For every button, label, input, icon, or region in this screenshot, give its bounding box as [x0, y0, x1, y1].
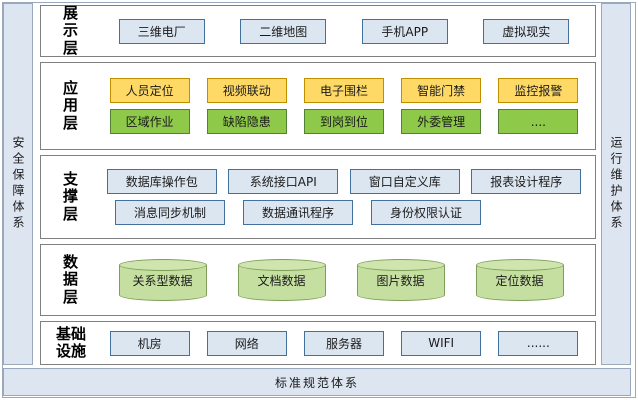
node-outsourcing-management[interactable]: 外委管理 — [401, 109, 482, 134]
node-personnel-positioning[interactable]: 人员定位 — [109, 78, 190, 103]
cylinder-relational-data-label: 关系型数据 — [132, 273, 193, 288]
node-server[interactable]: 服务器 — [303, 330, 384, 356]
layer-data-body: 关系型数据 文档数据 图片数据 — [99, 245, 595, 315]
node-infrastructure-more[interactable]: ...... — [498, 330, 579, 356]
layer-data: 数据层 关系型数据 文档数据 — [40, 244, 596, 316]
node-wifi[interactable]: WIFI — [401, 330, 482, 356]
node-message-sync-mechanism[interactable]: 消息同步机制 — [115, 200, 225, 225]
node-identity-permission-auth[interactable]: 身份权限认证 — [371, 200, 481, 225]
cylinder-top-ellipse — [356, 259, 445, 271]
cylinder-document-data[interactable]: 文档数据 — [237, 259, 326, 301]
layer-infrastructure-label: 基础设施 — [55, 324, 86, 360]
application-node-row-1: 人员定位 视频联动 电子围栏 智能门禁 监控报警 — [101, 78, 587, 103]
support-node-row-2: 消息同步机制 数据通讯程序 身份权限认证 — [101, 200, 587, 225]
presentation-node-row: 三维电厂 二维地图 手机APP 虚拟现实 — [101, 18, 587, 44]
cylinder-positioning-data-label: 定位数据 — [495, 273, 544, 288]
node-on-duty-in-place[interactable]: 到岗到位 — [303, 109, 384, 134]
cylinder-image-data-label: 图片数据 — [376, 273, 425, 288]
layer-application-body: 人员定位 视频联动 电子围栏 智能门禁 监控报警 区域作业 缺陷隐患 到岗到位 … — [99, 63, 595, 149]
left-rail-security-system: 安全保障体系 — [3, 3, 33, 365]
layer-application-label-cell: 应用层 — [41, 63, 99, 149]
bottom-bar-label: 标准规范体系 — [274, 375, 359, 390]
node-network[interactable]: 网络 — [206, 330, 287, 356]
cylinder-document-data-label: 文档数据 — [257, 273, 306, 288]
cylinder-top-ellipse — [475, 259, 564, 271]
node-smart-access-control[interactable]: 智能门禁 — [401, 78, 482, 103]
layer-support-label-cell: 支撑层 — [41, 156, 99, 238]
bottom-bar-standards-system: 标准规范体系 — [3, 368, 631, 396]
node-2d-map[interactable]: 二维地图 — [240, 18, 327, 44]
node-monitoring-alarm[interactable]: 监控报警 — [498, 78, 579, 103]
cylinder-top-ellipse — [118, 259, 207, 271]
node-electronic-fence[interactable]: 电子围栏 — [303, 78, 384, 103]
layer-presentation-label: 展示层 — [62, 4, 79, 57]
node-area-operation[interactable]: 区域作业 — [109, 109, 190, 134]
node-virtual-reality[interactable]: 虚拟现实 — [483, 18, 570, 44]
node-report-design-program[interactable]: 报表设计程序 — [471, 169, 582, 194]
application-node-row-2: 区域作业 缺陷隐患 到岗到位 外委管理 .... — [101, 109, 587, 134]
layer-presentation-body: 三维电厂 二维地图 手机APP 虚拟现实 — [99, 6, 595, 56]
cylinder-body — [356, 265, 445, 295]
infrastructure-node-row: 机房 网络 服务器 WIFI ...... — [101, 330, 587, 356]
layer-presentation: 展示层 三维电厂 二维地图 手机APP 虚拟现实 — [40, 5, 596, 57]
layer-support-label: 支撑层 — [62, 170, 79, 223]
cylinder-image-data[interactable]: 图片数据 — [356, 259, 445, 301]
node-video-linkage[interactable]: 视频联动 — [206, 78, 287, 103]
node-computer-room[interactable]: 机房 — [109, 330, 190, 356]
right-rail-ops-maintenance-system: 运行维护体系 — [601, 3, 631, 365]
data-cylinder-row: 关系型数据 文档数据 图片数据 — [101, 257, 587, 303]
layer-infrastructure-label-cell: 基础设施 — [41, 322, 99, 364]
layer-presentation-label-cell: 展示层 — [41, 4, 99, 57]
layer-application: 应用层 人员定位 视频联动 电子围栏 智能门禁 监控报警 区域作业 缺陷隐患 到… — [40, 62, 596, 150]
right-rail-label: 运行维护体系 — [609, 136, 623, 232]
node-mobile-app[interactable]: 手机APP — [361, 18, 448, 44]
node-defect-hazard[interactable]: 缺陷隐患 — [206, 109, 287, 134]
support-node-row-1: 数据库操作包 系统接口API 窗口自定义库 报表设计程序 — [101, 169, 587, 194]
layer-application-label: 应用层 — [62, 79, 79, 132]
left-rail-label: 安全保障体系 — [11, 136, 25, 232]
cylinder-top-ellipse — [237, 259, 326, 271]
node-data-communication-program[interactable]: 数据通讯程序 — [243, 200, 353, 225]
node-application-more[interactable]: .... — [498, 109, 579, 134]
layer-infrastructure: 基础设施 机房 网络 服务器 WIFI ...... — [40, 321, 596, 365]
cylinder-positioning-data[interactable]: 定位数据 — [475, 259, 564, 301]
layer-infrastructure-body: 机房 网络 服务器 WIFI ...... — [99, 322, 595, 364]
cylinder-relational-data[interactable]: 关系型数据 — [118, 259, 207, 301]
layer-data-label: 数据层 — [62, 253, 79, 306]
layer-support-body: 数据库操作包 系统接口API 窗口自定义库 报表设计程序 消息同步机制 数据通讯… — [99, 156, 595, 238]
node-window-custom-library[interactable]: 窗口自定义库 — [349, 169, 460, 194]
node-system-interface-api[interactable]: 系统接口API — [228, 169, 339, 194]
layer-support: 支撑层 数据库操作包 系统接口API 窗口自定义库 报表设计程序 消息同步机制 … — [40, 155, 596, 239]
node-database-operation-package[interactable]: 数据库操作包 — [106, 169, 217, 194]
node-3d-power-plant[interactable]: 三维电厂 — [118, 18, 205, 44]
layer-data-label-cell: 数据层 — [41, 245, 99, 315]
